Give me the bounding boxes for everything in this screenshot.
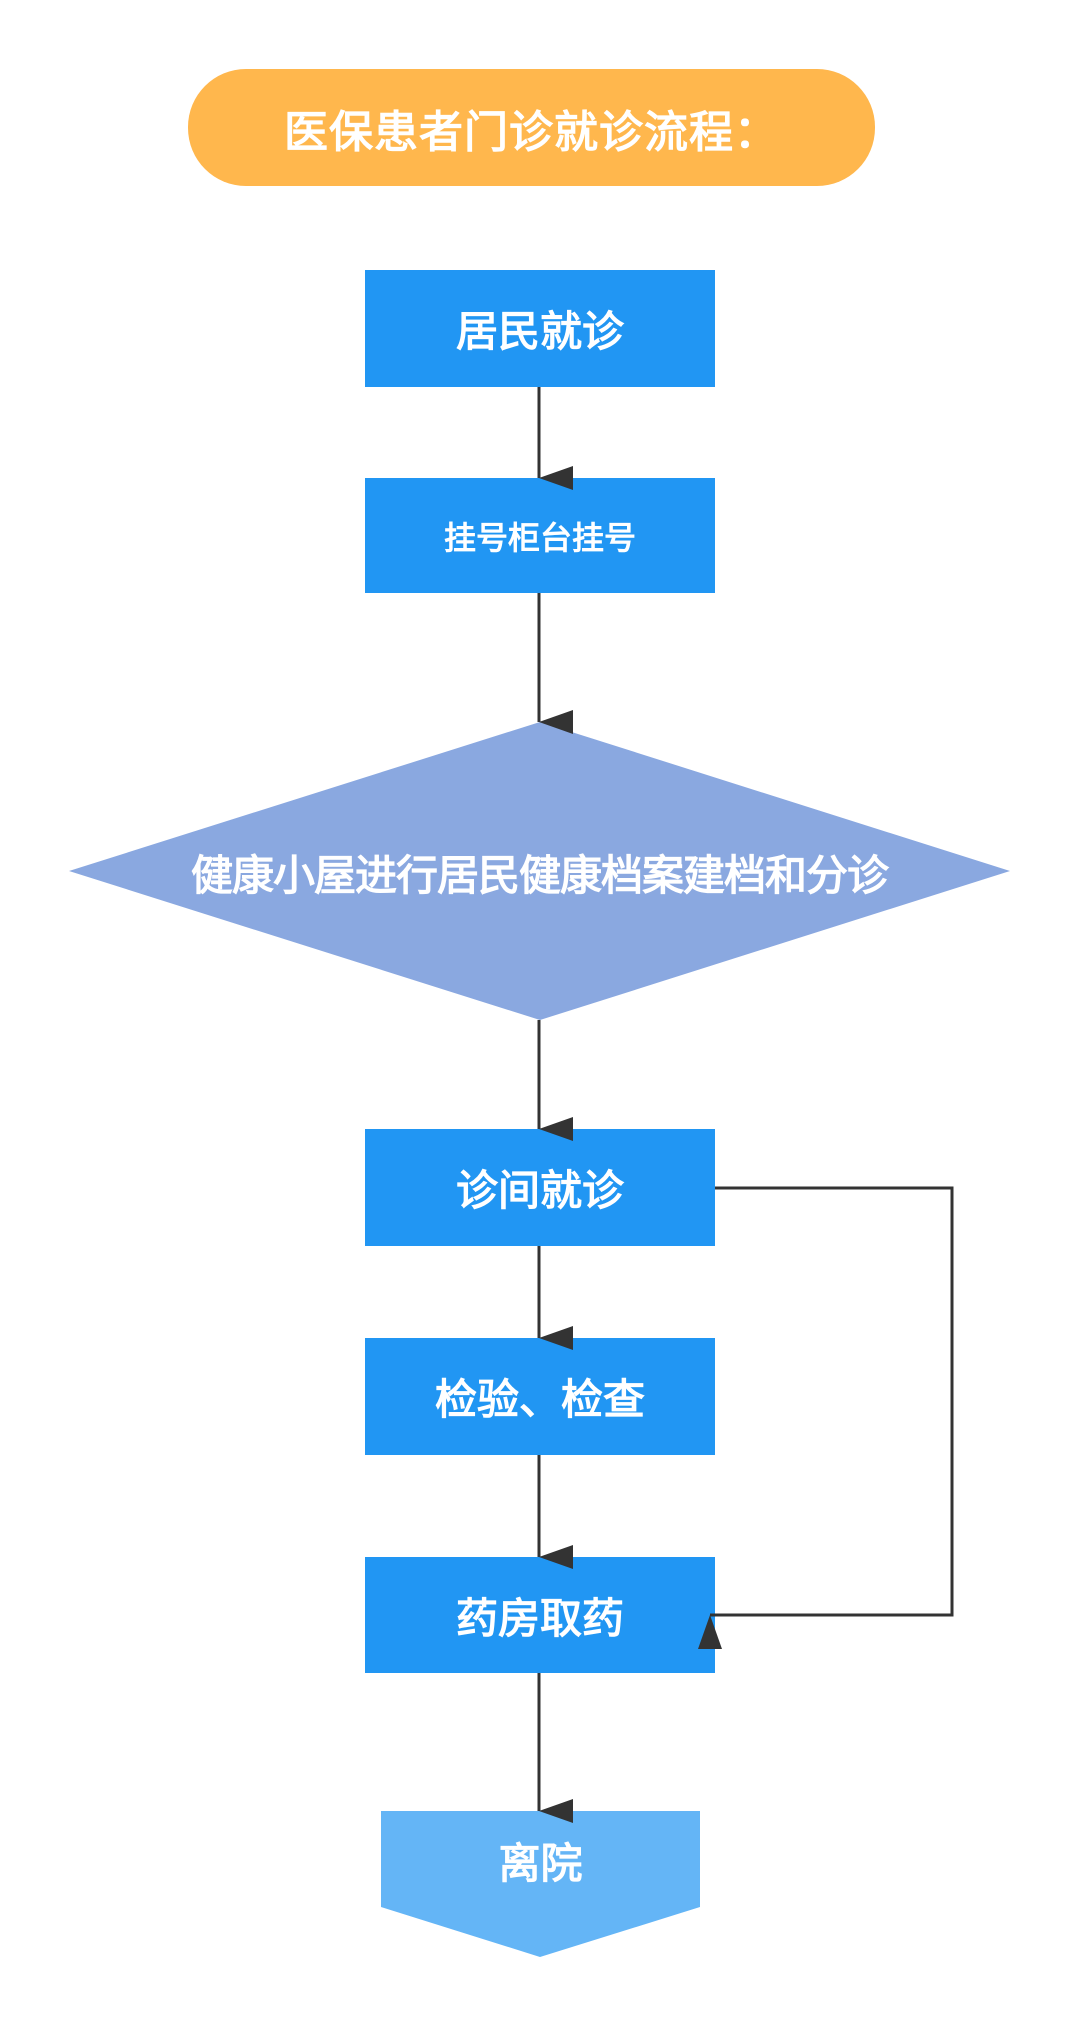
node-label-tests: 检验、检查 (434, 1375, 645, 1424)
flowchart-title: 医保患者门诊就诊流程： (188, 69, 875, 186)
node-label-pharmacy: 药房取药 (455, 1593, 624, 1643)
node-shape-discharge (381, 1811, 700, 1957)
edge-consultation-to-pharmacy (698, 1186, 954, 1649)
node-label-discharge: 离院 (498, 1838, 583, 1888)
node-shape-tests (365, 1338, 715, 1455)
node-label-registration: 挂号柜台挂号 (443, 518, 636, 557)
node-label-health-hut: 健康小屋进行居民健康档案建档和分诊 (190, 850, 889, 900)
node-shape-health-hut (69, 722, 1010, 1020)
node-shape-resident-visit (365, 270, 715, 387)
node-shape-pharmacy (365, 1557, 715, 1673)
node-shape-registration (365, 478, 715, 593)
node-label-consultation: 诊间就诊 (455, 1166, 624, 1215)
node-shape-consultation (365, 1129, 715, 1246)
node-label-resident-visit: 居民就诊 (455, 307, 624, 356)
